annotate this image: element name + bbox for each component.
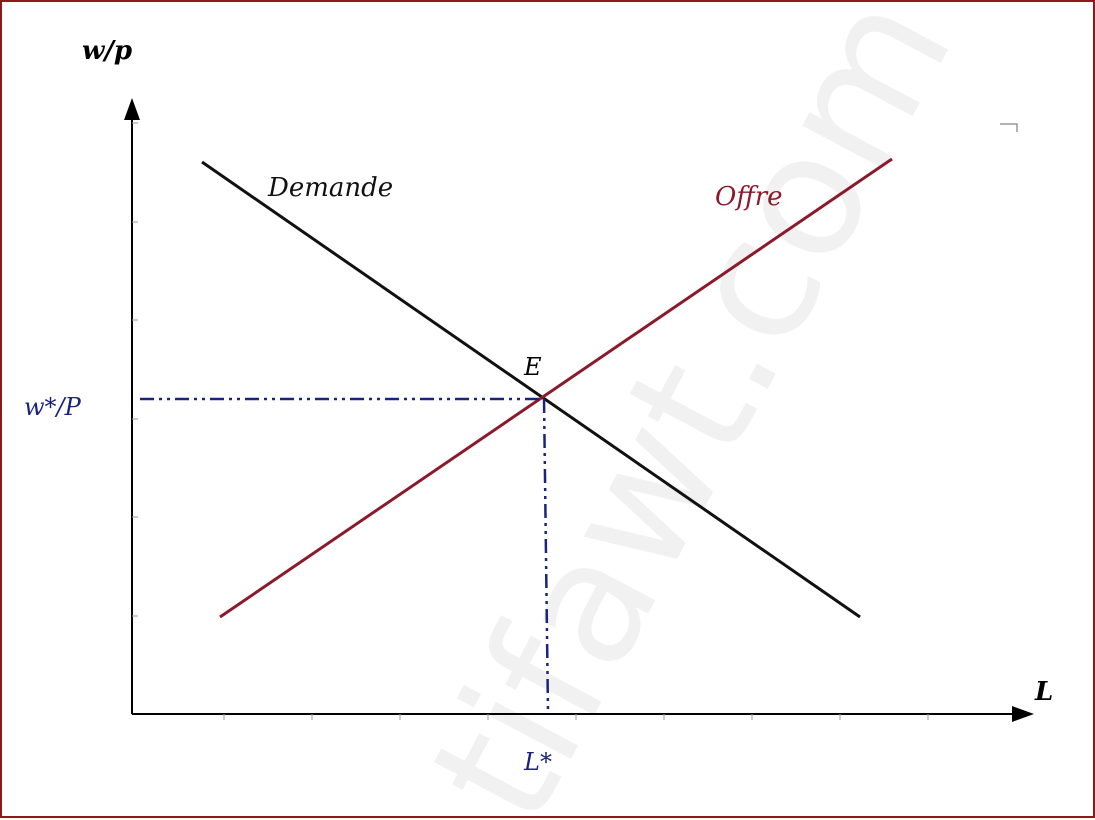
x-axis-arrow	[1012, 706, 1034, 722]
equilibrium-label: E	[523, 353, 542, 381]
demand-curve	[201, 160, 861, 619]
demand-label: Demande	[267, 173, 393, 203]
corner-mark	[1000, 123, 1018, 132]
supply-curve	[219, 157, 893, 619]
x-axis-label: L	[1034, 677, 1053, 707]
y-axis-ticks	[132, 122, 138, 617]
watermark: tifawt.com	[393, 2, 991, 820]
y-axis-label: w/p	[82, 36, 132, 66]
supply-label: Offre	[715, 182, 783, 212]
y-axis-arrow	[124, 98, 140, 120]
x-axis-ticks	[223, 714, 929, 720]
equilibrium-labor-label: L*	[523, 748, 552, 776]
equilibrium-wage-label: w*/P	[24, 393, 82, 421]
